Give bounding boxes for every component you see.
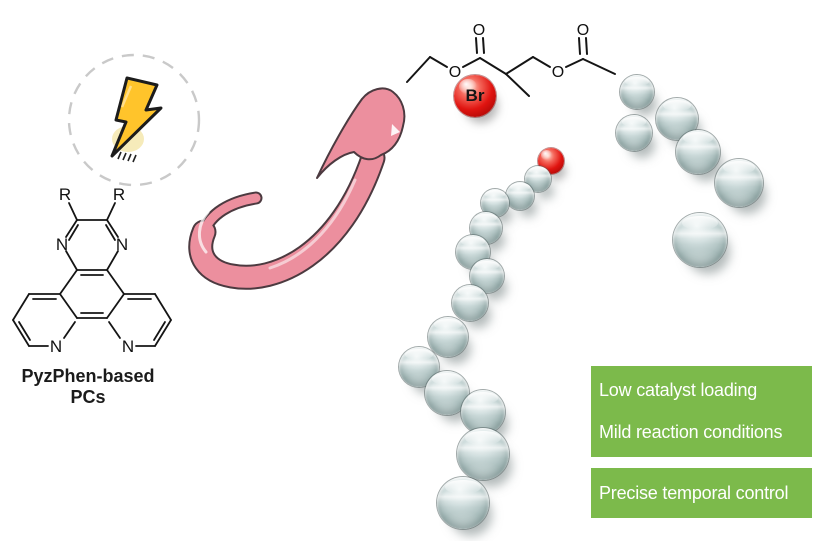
- pyzphen-caption: PyzPhen-based PCs: [21, 366, 155, 407]
- substituent-label: R: [113, 185, 125, 204]
- polymer-bead: [506, 182, 534, 210]
- polymer-bead: [428, 317, 468, 357]
- polymer-bead: [437, 477, 489, 529]
- polymer-bead: [676, 130, 720, 174]
- reaction-arrow-icon: [188, 87, 406, 290]
- nitrogen-label: N: [116, 235, 128, 254]
- nitrogen-label: N: [122, 337, 134, 356]
- polymer-bead: [616, 115, 652, 151]
- polymer-bead: [481, 189, 509, 217]
- polymer-bead: [452, 285, 488, 321]
- benefit-item: Low catalyst loading: [599, 380, 758, 401]
- polymer-bead: [673, 213, 727, 267]
- polymer-bead: [620, 75, 654, 109]
- polymer-bead: [715, 159, 763, 207]
- polymer-bead: [457, 428, 509, 480]
- initiator-structure: O O O O: [406, 22, 616, 97]
- dashed-circle: [67, 53, 201, 187]
- benefits-panel-bottom: Precise temporal control: [591, 468, 812, 518]
- bromine-sphere: Br: [454, 75, 496, 117]
- oxygen-label: O: [577, 22, 589, 39]
- benefits-panel-top: Low catalyst loading Mild reaction condi…: [591, 366, 812, 457]
- benefit-item: Mild reaction conditions: [599, 421, 783, 442]
- nitrogen-label: N: [50, 337, 62, 356]
- benefit-item: Precise temporal control: [599, 482, 789, 503]
- polymer-bead: [461, 390, 505, 434]
- oxygen-label: O: [552, 64, 564, 81]
- oxygen-label: O: [473, 22, 485, 39]
- oxygen-label: O: [449, 64, 461, 81]
- lightning-bolt-icon: [110, 76, 163, 163]
- nitrogen-label: N: [56, 235, 68, 254]
- br-label: Br: [465, 86, 485, 105]
- pyzphen-structure: R R N N N N: [12, 185, 172, 356]
- substituent-label: R: [59, 185, 71, 204]
